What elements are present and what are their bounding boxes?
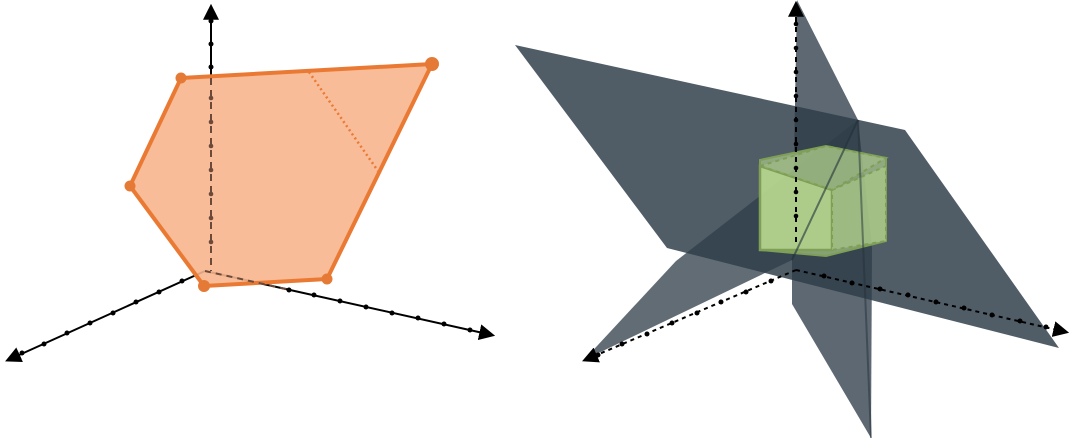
left-dotted-diagonal xyxy=(307,71,380,172)
green-cube xyxy=(756,144,889,258)
left-axis-ticks xyxy=(19,18,473,356)
vertex-bottom-left xyxy=(198,280,210,292)
vertex-bottom-right xyxy=(321,273,333,285)
vertex-top-left xyxy=(175,72,187,84)
right-axis-ticks xyxy=(595,21,1049,358)
right-x-axis xyxy=(582,269,797,363)
left-hidden-ticks xyxy=(208,95,214,245)
left-x-axis xyxy=(5,270,206,363)
plane-intersection-line xyxy=(791,119,859,261)
left-figure xyxy=(5,3,496,363)
orange-polygon xyxy=(128,62,434,288)
right-y-axis xyxy=(795,269,1070,337)
plane-intersection-line-2 xyxy=(857,119,872,439)
vertex-left xyxy=(124,180,136,192)
cube-top-face xyxy=(756,144,889,192)
left-hidden-y-axis xyxy=(204,270,287,290)
cube-side-face xyxy=(831,164,887,252)
right-figure xyxy=(515,0,1070,439)
vertex-top-right xyxy=(425,57,439,71)
